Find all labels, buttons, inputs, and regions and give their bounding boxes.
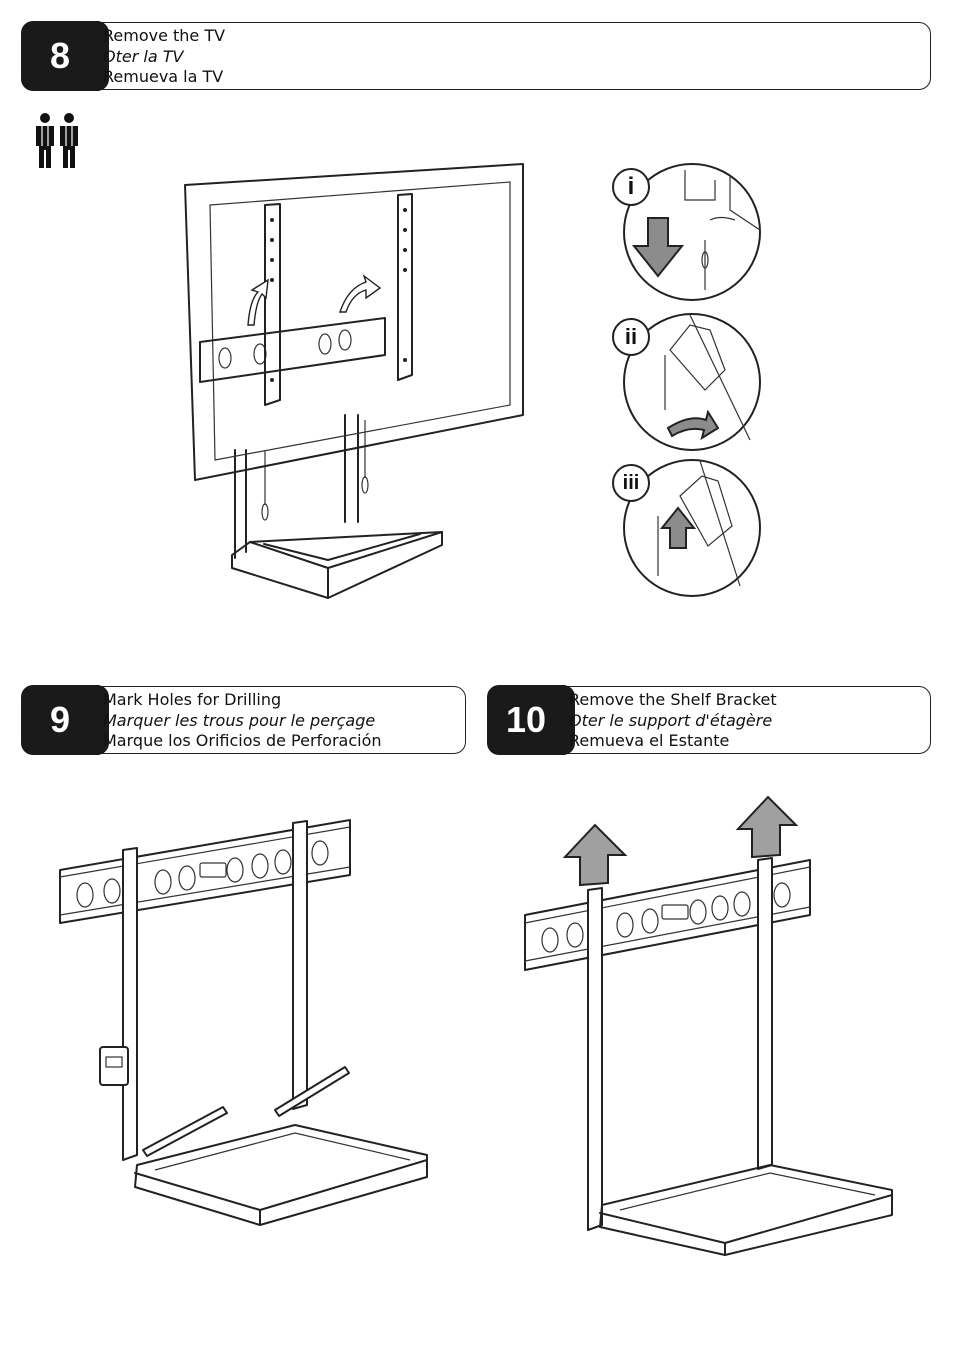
step-number-badge: 8: [21, 21, 109, 91]
sub-step-label-iii: iii: [612, 464, 650, 502]
step-title-es: Marque los Orificios de Perforación: [103, 731, 382, 750]
sub-step-label-i: i: [612, 168, 650, 206]
step-10-header: 10 Remove the Shelf Bracket Oter le supp…: [487, 685, 931, 755]
step-title-en: Mark Holes for Drilling: [103, 690, 282, 709]
sub-step-iii: iii: [610, 456, 762, 597]
sub-step-ii: ii: [610, 310, 762, 451]
step-title-fr: Marquer les trous pour le perçage: [103, 710, 376, 730]
step-9-header: 9 Mark Holes for Drilling Marquer les tr…: [21, 685, 466, 755]
step-number-badge: 9: [21, 685, 109, 755]
step-title-en: Remove the TV: [103, 26, 226, 45]
curved-arrow-icon: [666, 409, 720, 441]
step-title-es: Remueva la TV: [103, 67, 224, 86]
arrow-up-icon: [735, 795, 799, 859]
sub-step-i: i: [610, 160, 762, 301]
step-title-es: Remueva el Estante: [569, 731, 730, 750]
two-people-icon: [36, 113, 78, 168]
step-title-fr: Oter la TV: [103, 46, 184, 66]
step-8-header: 8 Remove the TV Oter la TV Remueva la TV: [21, 21, 931, 91]
step-number-badge: 10: [487, 685, 575, 755]
arrow-down-icon: [631, 217, 685, 278]
mark-holes-illustration: [59, 819, 428, 1226]
arrow-up-icon: [562, 823, 628, 887]
arrow-up-icon: [659, 506, 697, 549]
sub-step-label-ii: ii: [612, 318, 650, 356]
step-title-fr: Oter le support d'étagère: [569, 710, 773, 730]
remove-shelf-illustration: [524, 795, 893, 1256]
step-title-en: Remove the Shelf Bracket: [569, 690, 777, 709]
tv-stand-illustration: [184, 163, 524, 599]
